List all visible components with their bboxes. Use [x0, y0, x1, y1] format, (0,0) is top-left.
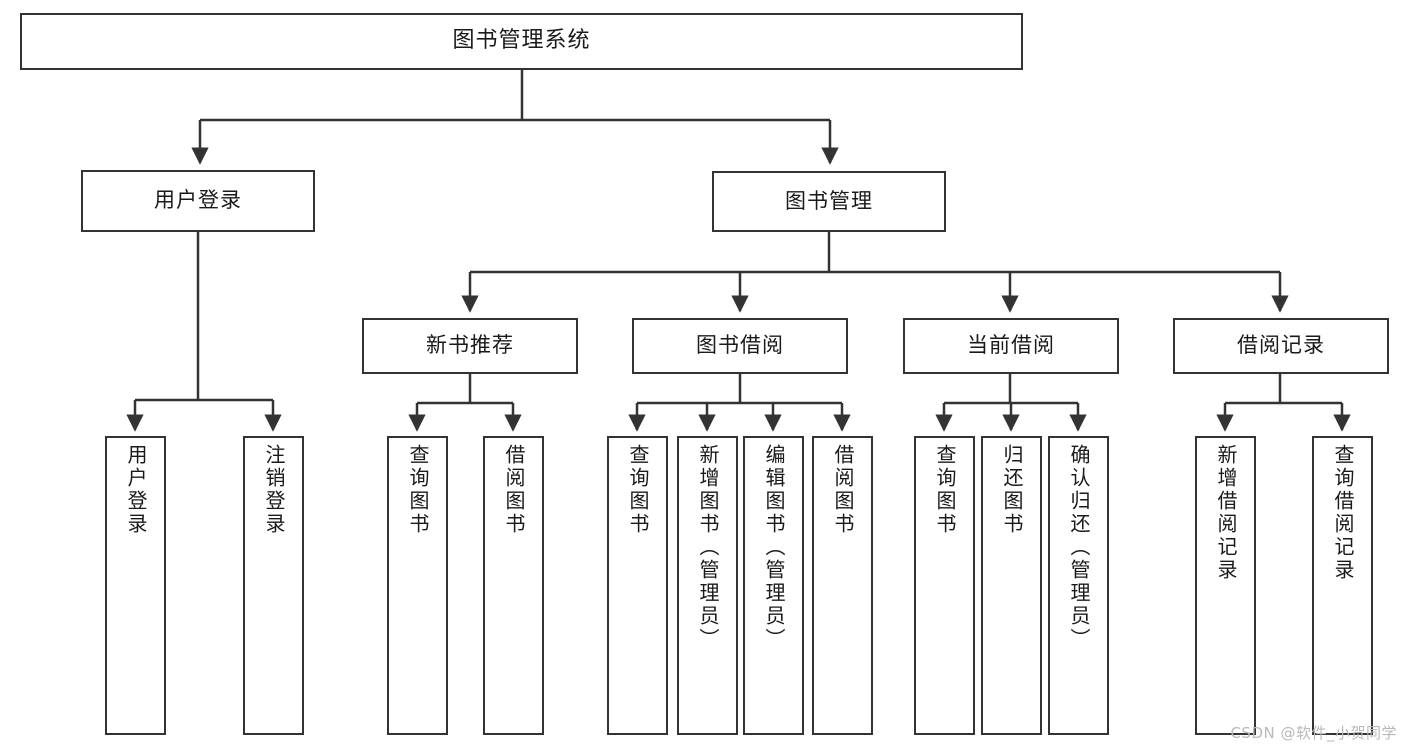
- node-book-borrow[interactable]: 图书借阅: [632, 318, 848, 374]
- node-book-management-system[interactable]: 图书管理系统: [20, 13, 1023, 70]
- node-leaf-query-record[interactable]: 查询借阅记录: [1312, 436, 1373, 735]
- node-label: 查询借阅记录: [1331, 444, 1355, 582]
- node-label: 图书管理系统: [452, 28, 591, 54]
- node-label: 查询图书: [933, 444, 957, 536]
- node-label: 用户登录: [124, 444, 148, 536]
- node-leaf-query-book-2[interactable]: 查询图书: [607, 436, 668, 735]
- node-label: 借阅图书: [502, 444, 526, 536]
- node-leaf-borrow-book-2[interactable]: 借阅图书: [812, 436, 873, 735]
- node-label: 图书借阅: [696, 333, 784, 358]
- node-label: 查询图书: [626, 444, 650, 536]
- node-leaf-add-book[interactable]: 新增图书（管理员）: [677, 436, 738, 735]
- node-label: 借阅图书: [831, 444, 855, 536]
- node-new-book-recommend[interactable]: 新书推荐: [362, 318, 578, 374]
- node-label: 当前借阅: [967, 333, 1055, 358]
- node-leaf-return-book[interactable]: 归还图书: [981, 436, 1042, 735]
- node-label: 用户登录: [154, 188, 242, 213]
- node-borrow-record[interactable]: 借阅记录: [1173, 318, 1389, 374]
- node-label: 新增借阅记录: [1214, 444, 1238, 582]
- node-current-borrow[interactable]: 当前借阅: [903, 318, 1119, 374]
- node-user-login[interactable]: 用户登录: [81, 170, 315, 232]
- node-label: 归还图书: [1000, 444, 1024, 536]
- node-label: 查询图书: [406, 444, 430, 536]
- node-leaf-add-record[interactable]: 新增借阅记录: [1195, 436, 1256, 735]
- node-label: 编辑图书（管理员）: [762, 444, 786, 651]
- node-leaf-edit-book[interactable]: 编辑图书（管理员）: [743, 436, 804, 735]
- node-leaf-borrow-book-1[interactable]: 借阅图书: [483, 436, 544, 735]
- node-label: 图书管理: [785, 188, 873, 213]
- node-label: 注销登录: [262, 444, 286, 536]
- node-label: 确认归还（管理员）: [1067, 444, 1091, 651]
- node-label: 借阅记录: [1237, 333, 1325, 358]
- node-leaf-user-login[interactable]: 用户登录: [105, 436, 166, 735]
- node-leaf-query-book-3[interactable]: 查询图书: [914, 436, 975, 735]
- watermark-text: CSDN @软件_小贺同学: [1230, 724, 1397, 742]
- node-label: 新书推荐: [426, 333, 514, 358]
- node-leaf-logout-login[interactable]: 注销登录: [243, 436, 304, 735]
- node-leaf-query-book-1[interactable]: 查询图书: [387, 436, 448, 735]
- node-book-manage[interactable]: 图书管理: [712, 171, 946, 232]
- node-leaf-confirm-return[interactable]: 确认归还（管理员）: [1048, 436, 1109, 735]
- node-label: 新增图书（管理员）: [696, 444, 720, 651]
